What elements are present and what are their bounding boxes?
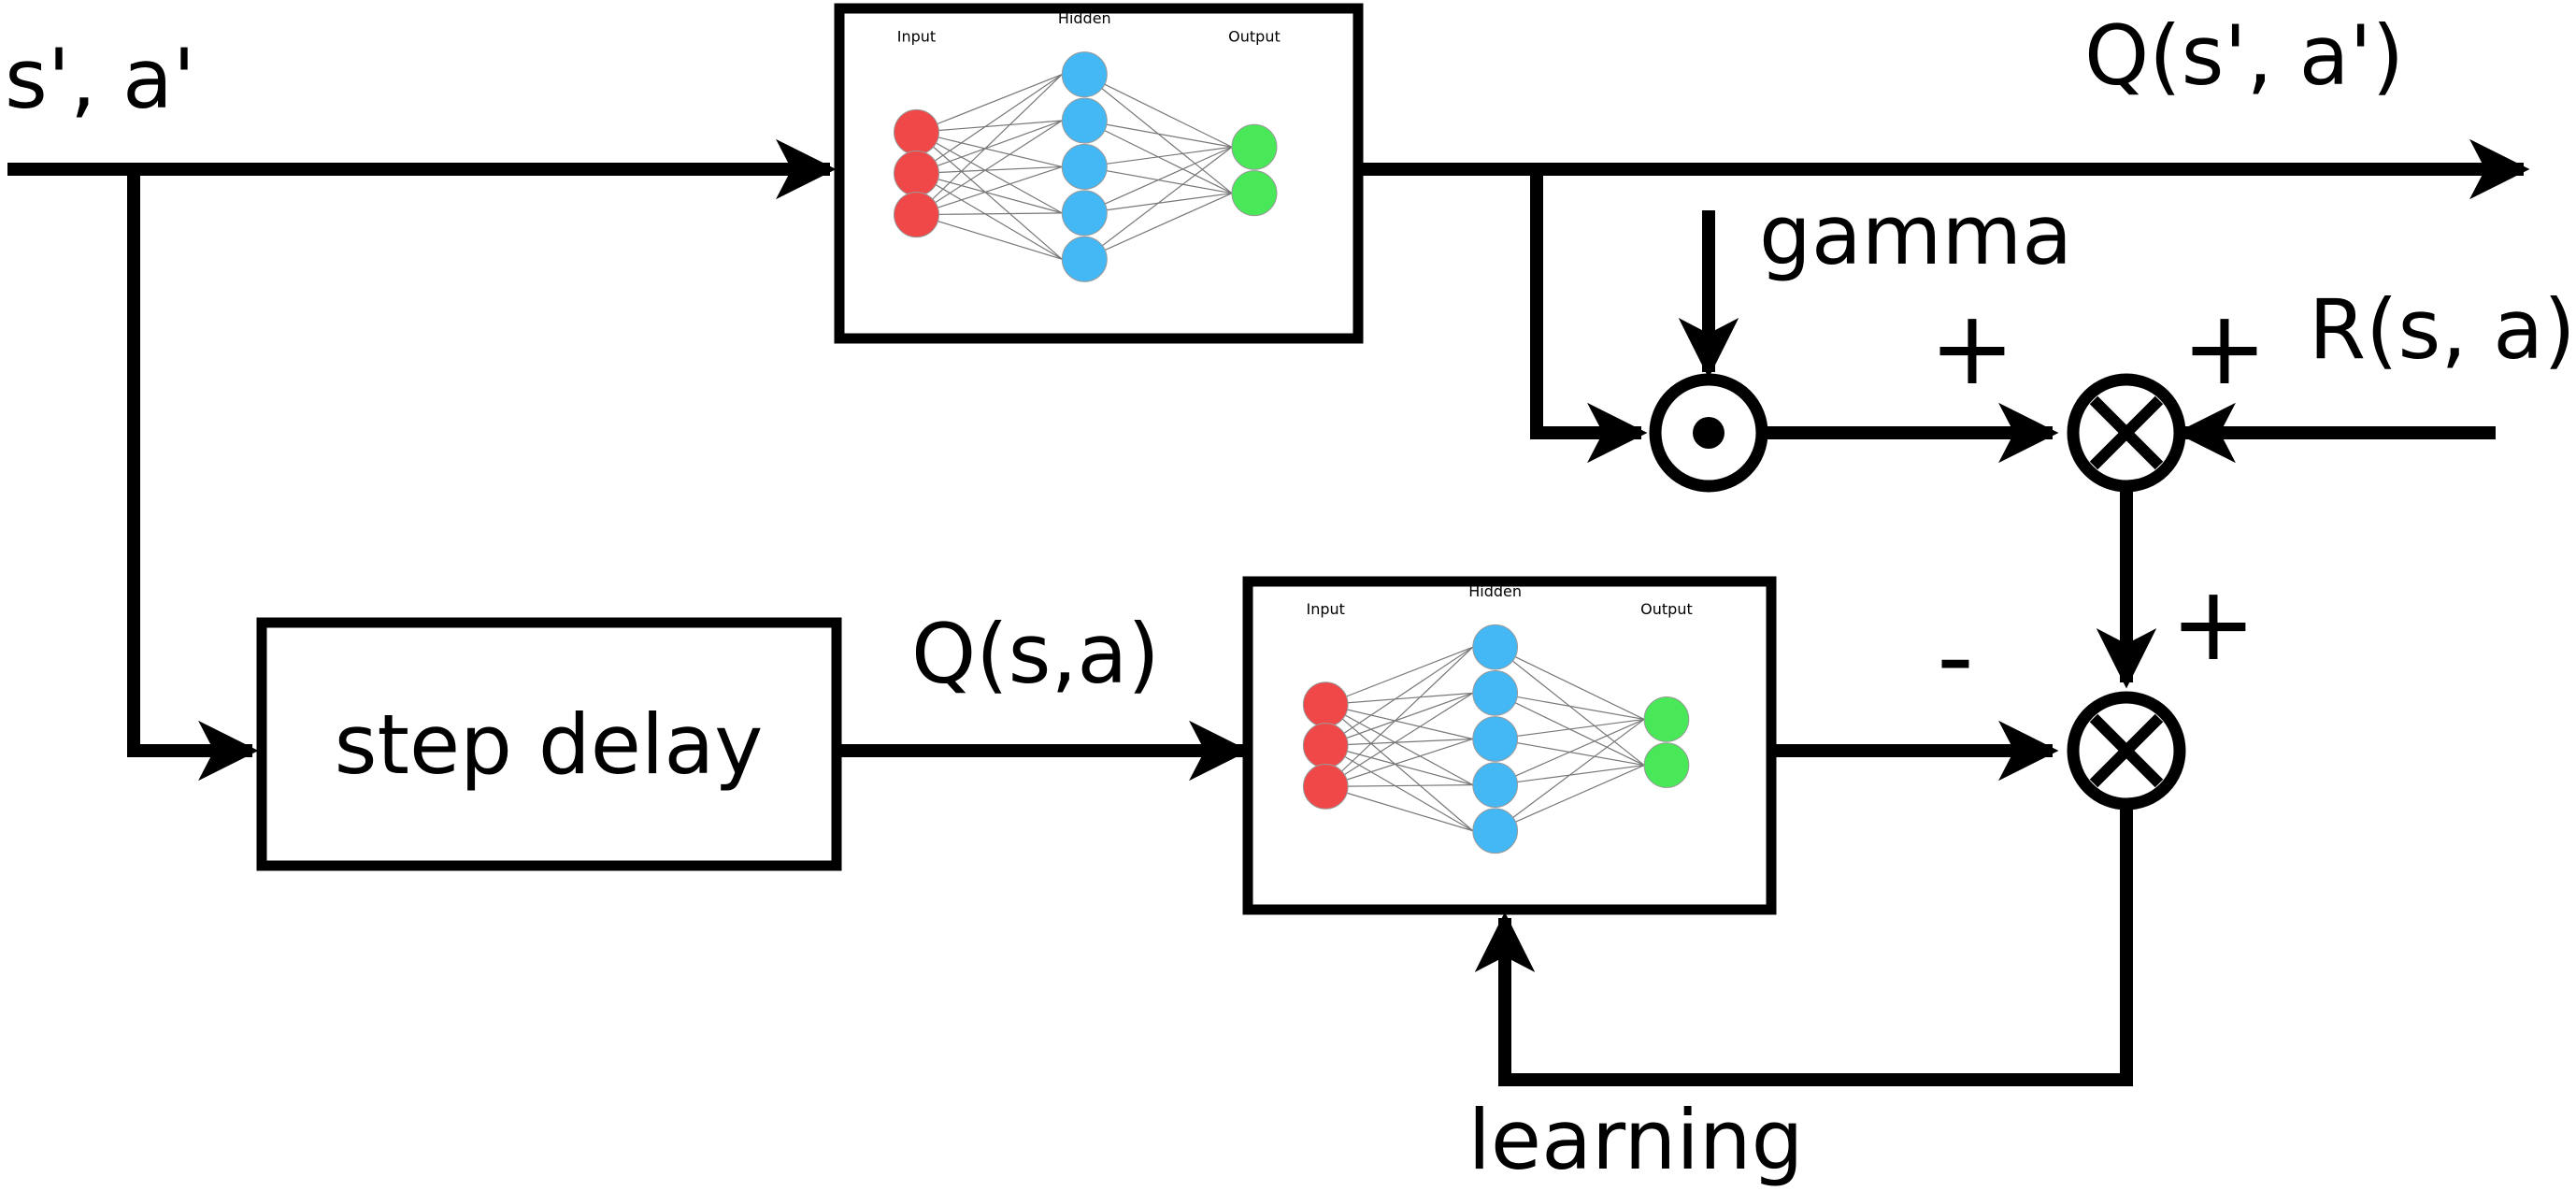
hidden-node	[1472, 669, 1519, 716]
nn-connection	[1084, 120, 1233, 148]
hidden-node	[1472, 762, 1519, 808]
nn-connection	[916, 120, 1063, 216]
output-node	[1231, 123, 1278, 170]
nn-hidden-label: Hidden	[1468, 582, 1522, 600]
input-node	[1302, 723, 1349, 768]
nn-connection	[916, 172, 1063, 214]
nn-output-label: Output	[1228, 27, 1281, 45]
nn-connection	[1325, 744, 1473, 786]
hidden-node	[1061, 97, 1108, 144]
nn-connection	[916, 120, 1063, 175]
learning-label: learning	[1467, 1092, 1803, 1188]
sum1-left-sign: +	[1929, 288, 2015, 408]
input-node	[1302, 764, 1349, 810]
nn-connection	[1324, 744, 1474, 832]
hidden-node	[1061, 143, 1108, 190]
nn-connection	[1084, 74, 1233, 148]
input-node	[893, 192, 939, 238]
wire-learning-feedback	[1474, 807, 2133, 1086]
hidden-node	[1061, 236, 1108, 282]
nn-connection	[1324, 692, 1474, 787]
nn-connection	[1324, 646, 1474, 787]
nn-connection	[1324, 704, 1474, 832]
nn-output-label: Output	[1640, 600, 1693, 618]
sum2-left-sign: -	[1937, 596, 1974, 716]
nn-connection	[916, 131, 1063, 168]
nn-connection	[1084, 146, 1233, 214]
gamma-multiplier	[1649, 373, 1768, 493]
hidden-node	[1061, 51, 1108, 98]
nn-input-label: Input	[897, 27, 936, 45]
reward-label: R(s, a)	[2309, 281, 2576, 378]
nn-connection	[916, 212, 1063, 216]
nn-connection	[916, 165, 1063, 216]
nn-connection	[916, 172, 1063, 260]
target-q-label: Q(s', a')	[2084, 7, 2404, 104]
sum2-top-sign: +	[2170, 564, 2256, 683]
nn-connection	[1495, 718, 1645, 740]
summing-junction-1	[2067, 373, 2186, 493]
step-delay-block: step delay	[256, 617, 842, 871]
nn-connection	[916, 165, 1063, 175]
nn-connection	[916, 131, 1063, 214]
nn-connection	[1325, 704, 1473, 740]
sum1-cross-b	[2089, 395, 2164, 470]
nn-connection	[1495, 718, 1645, 832]
nn-input-label: Input	[1307, 600, 1345, 618]
input-node	[1302, 682, 1349, 727]
multiplier-dot	[1693, 417, 1724, 449]
step-delay-label: step delay	[335, 696, 764, 793]
nn-hidden-label: Hidden	[1058, 9, 1111, 27]
q-current-label: Q(s,a)	[911, 606, 1160, 702]
output-node	[1231, 170, 1278, 217]
nn-connection	[1324, 704, 1474, 786]
nn-connection	[1084, 193, 1233, 260]
output-node	[1643, 742, 1690, 788]
summing-junction-2	[2067, 691, 2186, 811]
nn-connection	[916, 74, 1063, 216]
input-node	[893, 108, 939, 155]
nn-connection	[1324, 646, 1474, 746]
nn-connection	[1495, 765, 1645, 832]
step-delay-box	[256, 617, 842, 871]
wire-input-to-step-delay	[127, 169, 259, 782]
labels: s', a' Q(s', a') gamma R(s, a) Q(s,a) le…	[5, 7, 2576, 1188]
nn-connection	[1495, 718, 1645, 786]
nn-connection	[916, 74, 1063, 174]
nn-connection	[1495, 646, 1645, 720]
hidden-node	[1472, 716, 1519, 762]
nn-connection	[1325, 738, 1473, 787]
nn-connection	[1084, 146, 1233, 168]
nn-connection	[916, 120, 1063, 133]
connections	[7, 138, 2530, 1086]
output-node	[1643, 696, 1690, 742]
gamma-label: gamma	[1759, 187, 2072, 283]
nn-connection	[1495, 692, 1645, 721]
input-node	[893, 150, 939, 197]
sum1-right-sign: +	[2182, 288, 2268, 408]
hidden-node	[1472, 624, 1519, 670]
nn-connection	[1325, 738, 1473, 747]
nn-connection	[1083, 146, 1233, 260]
nn-connection	[1325, 692, 1473, 706]
nn-connection	[1325, 784, 1473, 787]
sum2-cross-b	[2089, 713, 2164, 788]
nn-connection	[916, 214, 1063, 260]
hidden-node	[1472, 808, 1519, 854]
wire-target-to-multiplier	[1530, 169, 1648, 464]
nn-connection	[1325, 646, 1474, 706]
nn-connection	[1325, 692, 1473, 747]
nn-connection	[916, 131, 1063, 260]
nn-connection	[1325, 785, 1473, 832]
input-pair-label: s', a'	[5, 31, 195, 127]
hidden-node	[1061, 190, 1108, 237]
nn-connection	[916, 74, 1063, 133]
